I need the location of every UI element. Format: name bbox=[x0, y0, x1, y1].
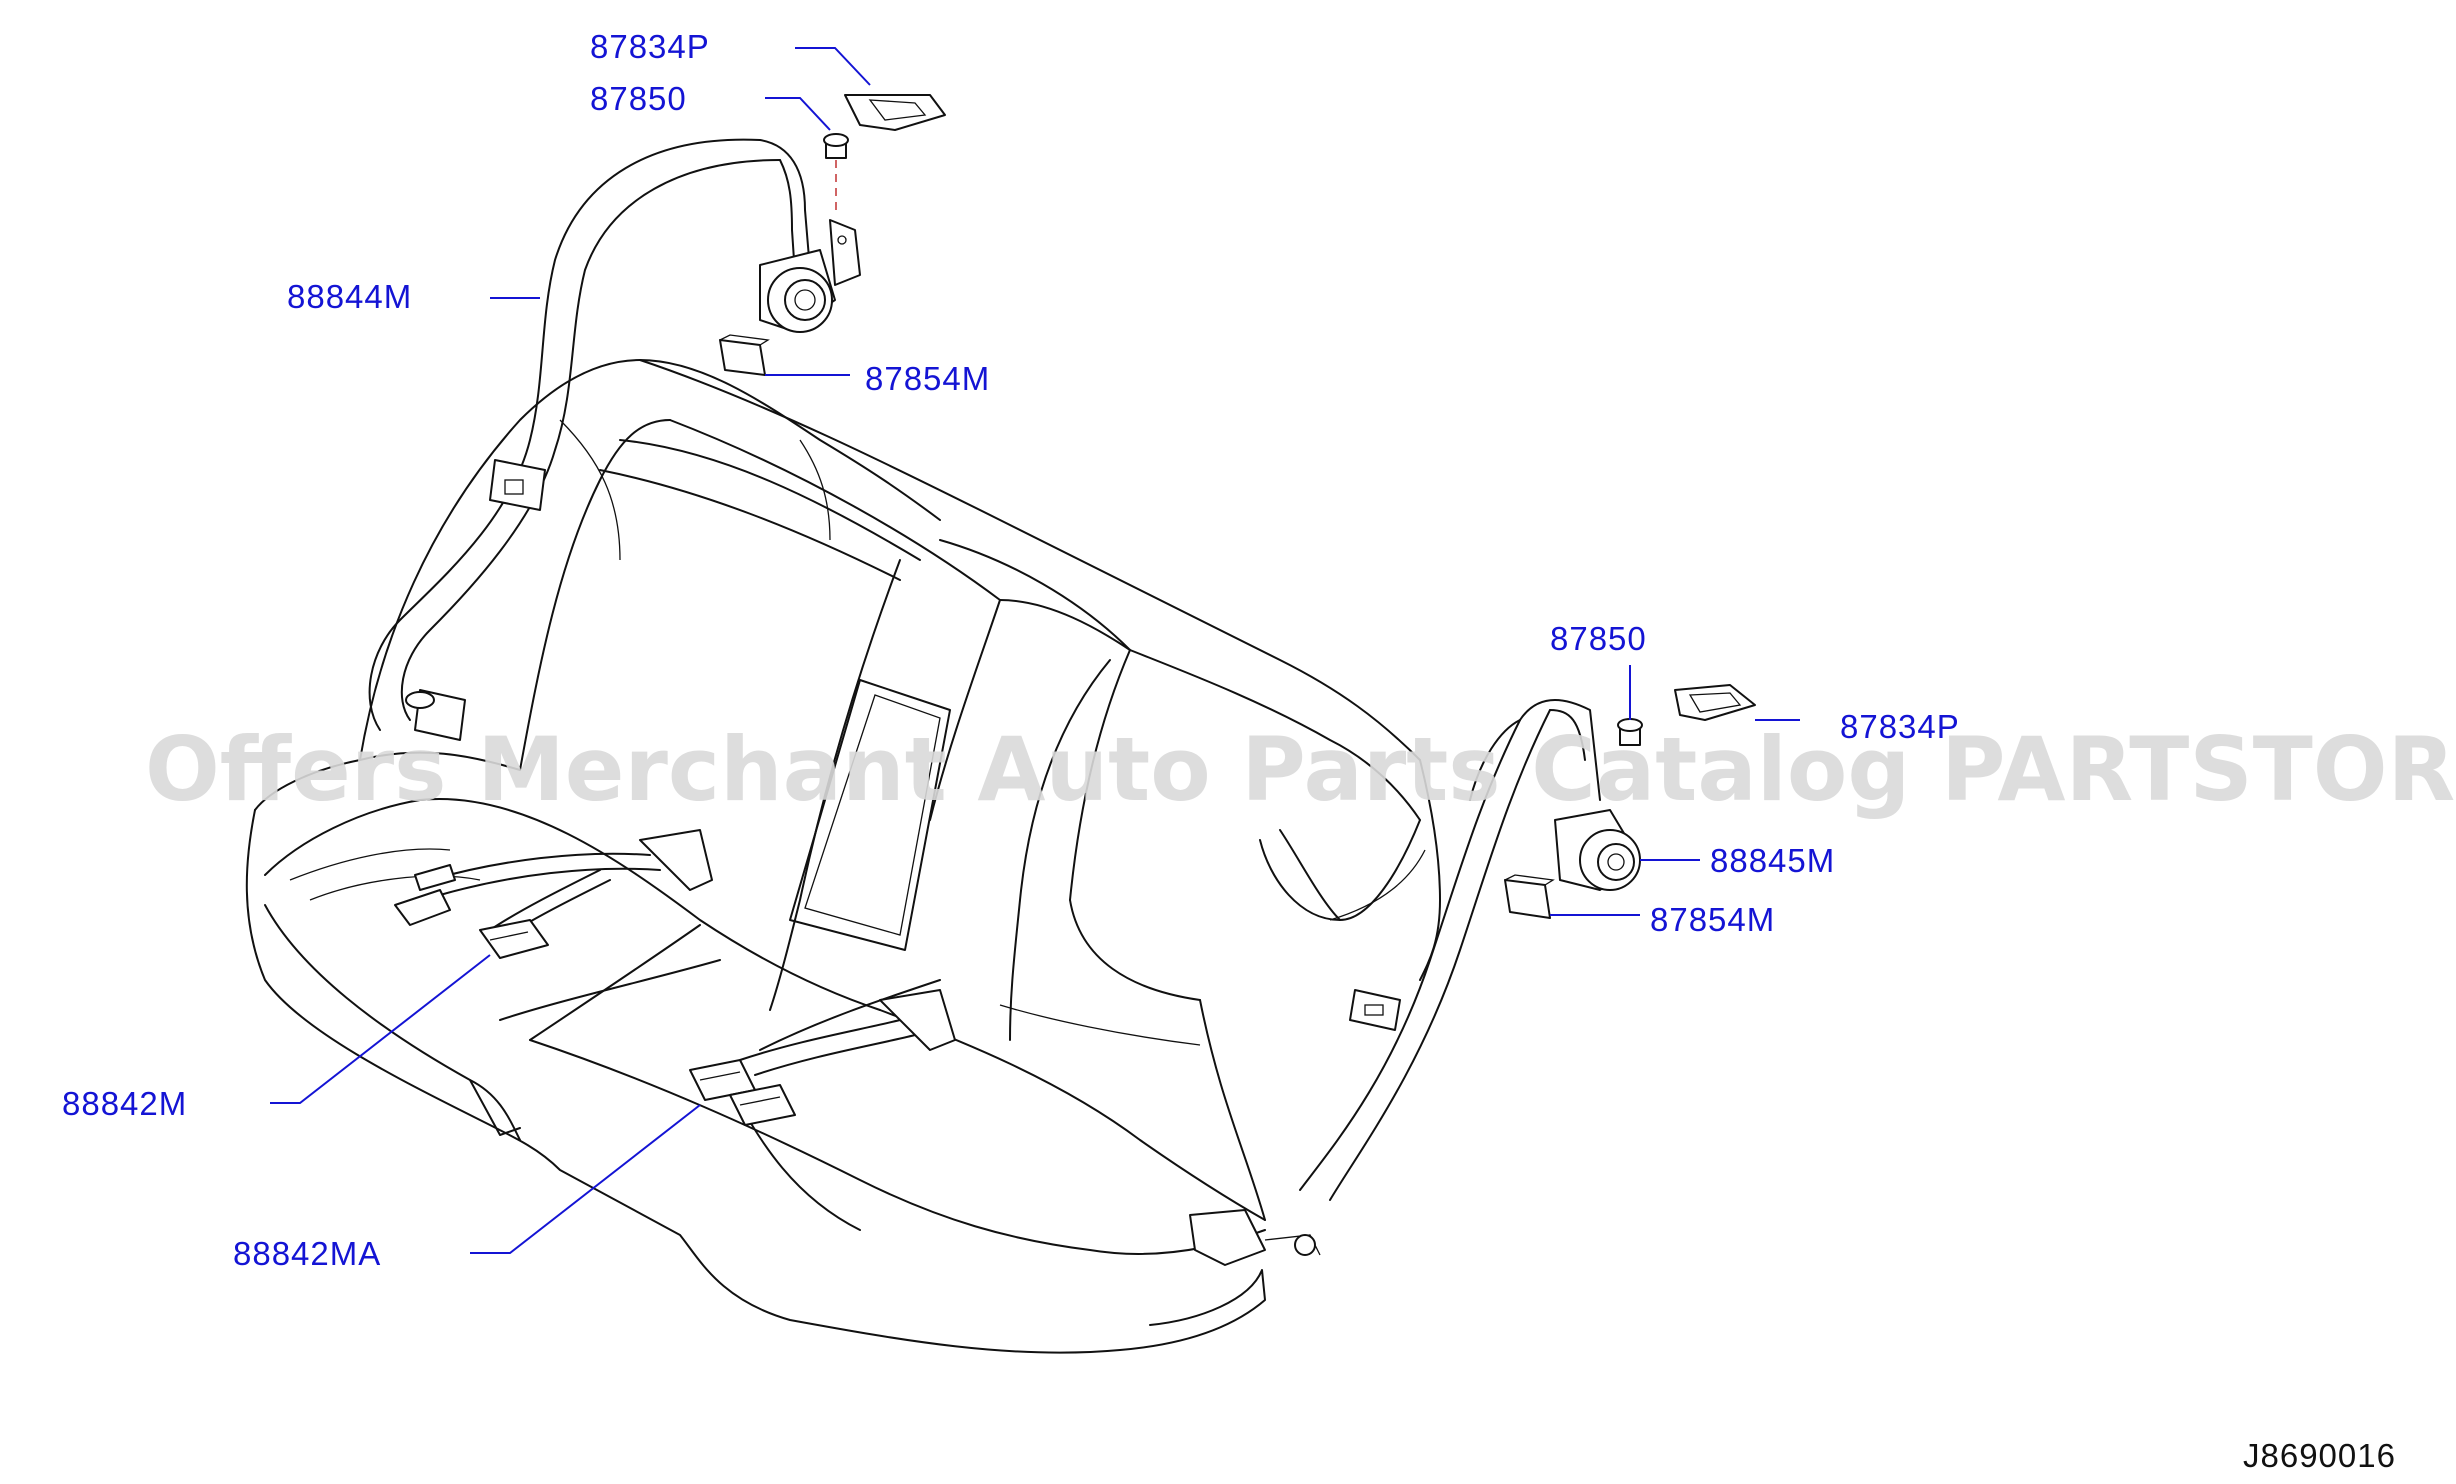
rear-belt-right-assembly bbox=[1189, 684, 1756, 1266]
label-87834p-left[interactable]: 87834P bbox=[590, 28, 710, 65]
label-88844m[interactable]: 88844M bbox=[287, 278, 412, 315]
diagram-code: J8690016 bbox=[2243, 1437, 2396, 1474]
buckle-left-assembly bbox=[394, 829, 713, 959]
watermark-text: Offers Merchant Auto Parts Catalog PARTS… bbox=[145, 718, 2456, 821]
label-87854m-right[interactable]: 87854M bbox=[1650, 901, 1775, 938]
leader-lines bbox=[270, 47, 1800, 1254]
label-87850-right[interactable]: 87850 bbox=[1550, 620, 1647, 657]
label-87850-left[interactable]: 87850 bbox=[590, 80, 687, 117]
label-88842ma[interactable]: 88842MA bbox=[233, 1235, 381, 1272]
part-labels: 87834P 87850 88844M 87854M 87850 87834P … bbox=[62, 28, 1960, 1272]
buckle-center-assembly bbox=[689, 989, 956, 1126]
rear-seat-illustration bbox=[245, 359, 1441, 1354]
rear-belt-left-assembly bbox=[368, 94, 946, 741]
label-87854m-left[interactable]: 87854M bbox=[865, 360, 990, 397]
label-88845m[interactable]: 88845M bbox=[1710, 842, 1835, 879]
label-88842m[interactable]: 88842M bbox=[62, 1085, 187, 1122]
label-87834p-right[interactable]: 87834P bbox=[1840, 708, 1960, 745]
